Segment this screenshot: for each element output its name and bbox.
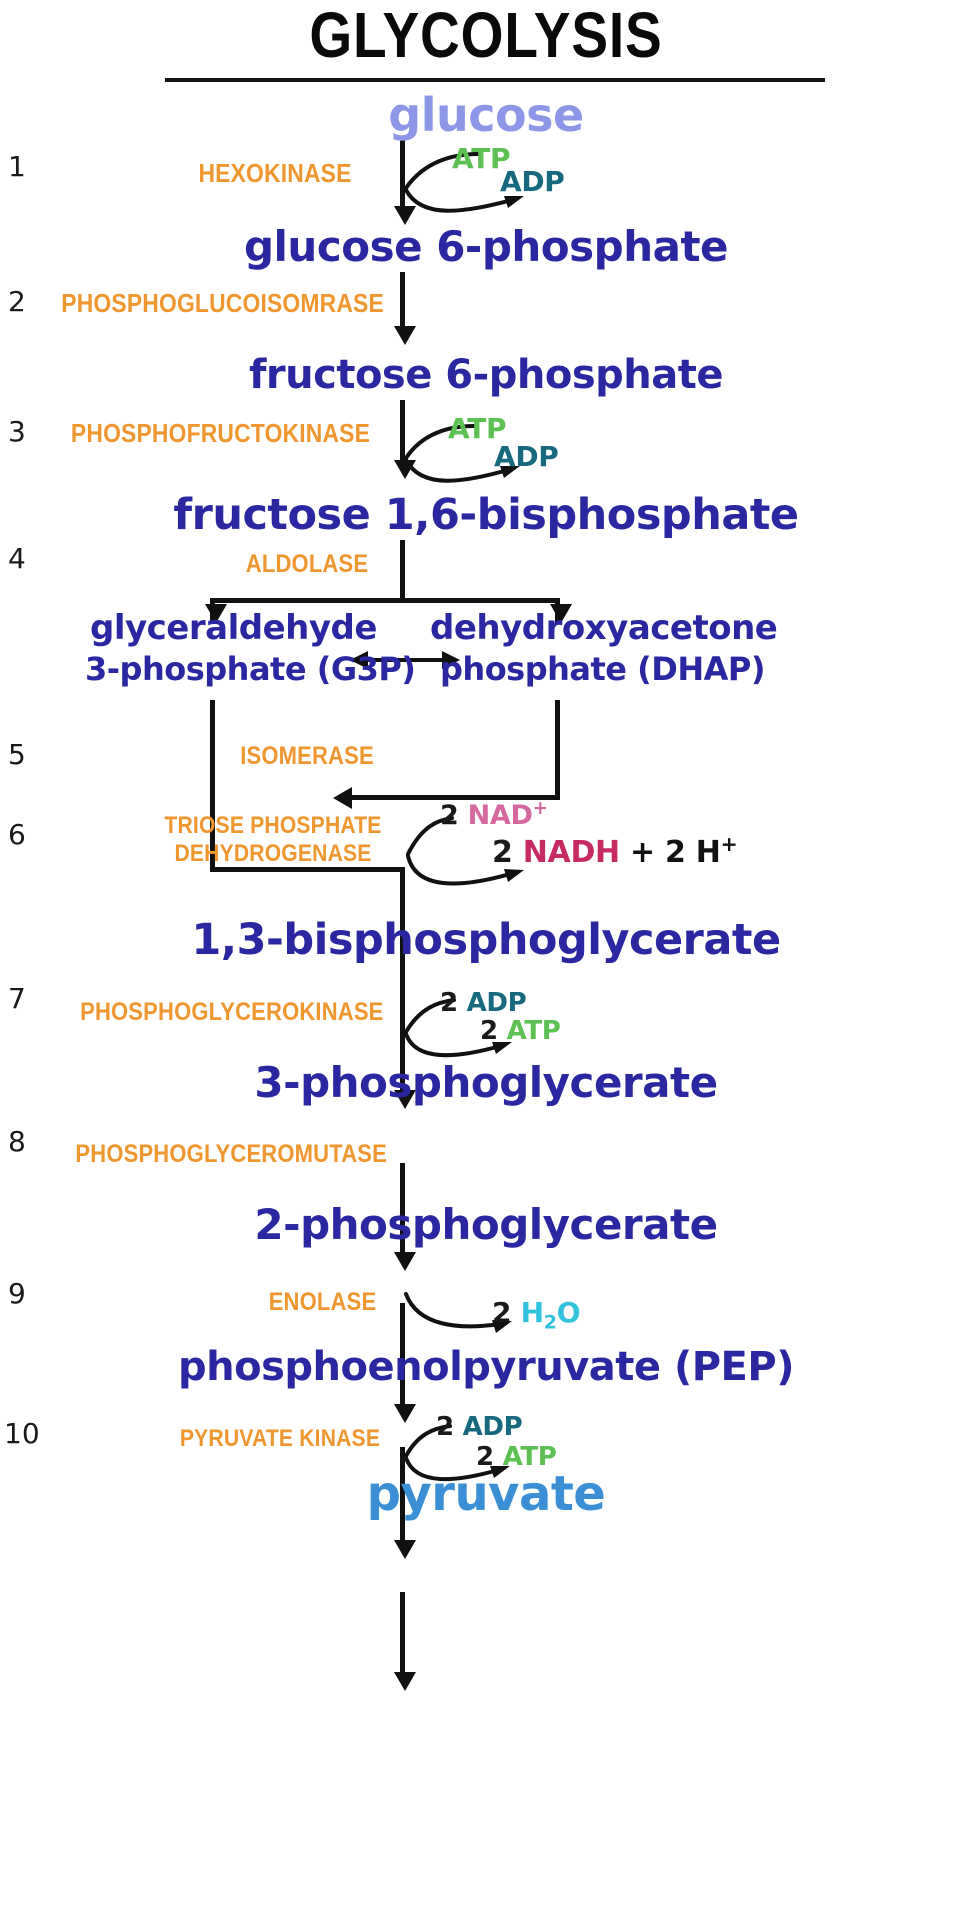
cofactor-adp-label-step7: ADP xyxy=(466,988,527,1018)
arrow-head-step6 xyxy=(394,1090,416,1109)
metabolite-dhap-line2: phosphate (DHAP) xyxy=(440,650,765,688)
g3p-to-main-connector xyxy=(210,867,405,872)
cofactor-adp-label-step10: ADP xyxy=(462,1412,523,1442)
aldolase-split-bar xyxy=(210,598,560,603)
metabolite-pyruvate: pyruvate xyxy=(366,1466,606,1522)
cofactor-water-count: 2 xyxy=(492,1296,512,1329)
arrow-shaft-step8 xyxy=(400,1303,405,1413)
cofactor-atp-count-step7: 2 xyxy=(480,1016,498,1046)
aldolase-split-stem xyxy=(400,540,405,602)
enzyme-hexokinase: HEXOKINASE xyxy=(198,158,352,188)
cofactor-curve-step3 xyxy=(404,424,520,483)
cofactor-nad-label: NAD xyxy=(467,800,533,831)
arrow-head-step7 xyxy=(394,1252,416,1271)
enzyme-enolase: ENOLASE xyxy=(268,1288,377,1316)
cofactor-water-h: H xyxy=(520,1296,544,1329)
step-number-8: 8 xyxy=(8,1125,26,1158)
cofactor-plus-sign: + xyxy=(630,835,655,870)
step-number-7: 7 xyxy=(8,982,26,1015)
step-number-6: 6 xyxy=(8,818,26,851)
cofactor-nad-count: 2 xyxy=(440,800,459,831)
step-number-4: 4 xyxy=(8,542,26,575)
step-number-5: 5 xyxy=(8,738,26,771)
cofactor-nadh-label: NADH xyxy=(522,835,620,870)
cofactor-atp-label-step10: ATP xyxy=(502,1442,557,1472)
cofactor-nad-charge: + xyxy=(532,798,548,819)
arrow-head-step10 xyxy=(394,1672,416,1691)
metabolite-3-phosphoglycerate: 3-phosphoglycerate xyxy=(254,1058,718,1107)
isomerase-loop-bottom xyxy=(350,795,560,800)
arrow-shaft-step3 xyxy=(400,400,405,466)
step-number-10: 10 xyxy=(4,1417,40,1450)
arrow-head-dhap xyxy=(550,604,572,623)
cofactor-atp-label-step7: ATP xyxy=(506,1016,561,1046)
cofactor-curve-step9 xyxy=(404,1292,512,1333)
enzyme-triose-phosphate-dehydrogenase-line2: DEHYDROGENASE xyxy=(174,840,372,867)
cofactor-curve-step7 xyxy=(404,998,512,1058)
enzyme-phosphoglyceromutase: PHOSPHOGLYCEROMUTASE xyxy=(75,1140,387,1168)
arrow-shaft-step9 xyxy=(400,1447,405,1549)
metabolite-phosphoenolpyruvate: phosphoenolpyruvate (PEP) xyxy=(178,1344,794,1390)
isomerase-loop-right xyxy=(555,700,560,800)
metabolite-fructose-6-phosphate: fructose 6-phosphate xyxy=(249,352,723,398)
cofactor-adp-step10: 2 ADP xyxy=(436,1412,523,1442)
enzyme-triose-phosphate-dehydrogenase-line1: TRIOSE PHOSPHATE xyxy=(164,812,382,839)
enzyme-phosphoglucoisomrase: PHOSPHOGLUCOISOMRASE xyxy=(61,288,384,318)
step-number-2: 2 xyxy=(8,285,26,318)
cofactor-nadh-count: 2 xyxy=(492,835,513,870)
cofactor-curve-step10 xyxy=(404,1424,510,1482)
step-number-9: 9 xyxy=(8,1277,26,1310)
arrow-shaft-step6 xyxy=(400,867,405,1097)
arrow-shaft-step2 xyxy=(400,272,405,332)
cofactor-adp-step7: 2 ADP xyxy=(440,988,527,1018)
cofactor-adp-count-step10: 2 xyxy=(436,1412,454,1442)
arrow-head-g3p xyxy=(205,604,227,623)
cofactor-h-label: H xyxy=(695,835,721,870)
step-number-3: 3 xyxy=(8,415,26,448)
g3p-dhap-equilibrium-arrow xyxy=(350,651,460,669)
enzyme-phosphofructokinase: PHOSPHOFRUCTOKINASE xyxy=(70,418,371,448)
enzyme-phosphoglycerokinase: PHOSPHOGLYCEROKINASE xyxy=(80,998,384,1026)
metabolite-fructose-1-6-bisphosphate: fructose 1,6-bisphosphate xyxy=(173,490,799,540)
cofactor-atp-count-step10: 2 xyxy=(476,1442,494,1472)
enzyme-pyruvate-kinase: PYRUVATE KINASE xyxy=(179,1425,381,1452)
metabolite-glucose-6-phosphate: glucose 6-phosphate xyxy=(243,222,729,271)
metabolite-dhap-line1: dehydroxyacetone xyxy=(430,608,778,648)
cofactor-nad-plus-step6: 2 NAD+ xyxy=(440,798,548,831)
enzyme-aldolase: ALDOLASE xyxy=(245,550,369,578)
cofactor-h-count: 2 xyxy=(665,835,686,870)
metabolite-g3p-line1: glyceraldehyde xyxy=(90,608,377,648)
cofactor-water-o: O xyxy=(556,1296,581,1329)
arrow-shaft-step7 xyxy=(400,1163,405,1261)
enzyme-isomerase: ISOMERASE xyxy=(240,742,374,770)
arrow-head-step2 xyxy=(394,326,416,345)
cofactor-nadh-step6: 2 NADH + 2 H+ xyxy=(492,832,738,870)
page-title: GLYCOLYSIS xyxy=(309,0,663,71)
cofactor-atp-step3: ATP xyxy=(448,412,507,445)
cofactor-adp-step3: ADP xyxy=(494,440,559,473)
metabolite-2-phosphoglycerate: 2-phosphoglycerate xyxy=(254,1200,718,1249)
cofactor-adp-step1: ADP xyxy=(500,165,565,198)
cofactor-atp-step1: ATP xyxy=(452,142,511,175)
arrow-head-step8 xyxy=(394,1404,416,1423)
arrow-shaft-step1 xyxy=(400,140,405,212)
cofactor-curve-step6 xyxy=(406,816,524,886)
isomerase-arrow-head xyxy=(333,787,352,809)
cofactor-curve-step1 xyxy=(404,152,524,213)
g3p-down-shaft xyxy=(210,700,215,872)
metabolite-glucose: glucose xyxy=(388,88,584,142)
cofactor-water-subscript: 2 xyxy=(543,1311,557,1334)
cofactor-adp-count-step7: 2 xyxy=(440,988,458,1018)
arrow-head-step1 xyxy=(394,206,416,225)
metabolite-1-3-bisphosphoglycerate: 1,3-bisphosphoglycerate xyxy=(191,915,781,965)
cofactor-atp-step10: 2 ATP xyxy=(476,1442,557,1472)
step-number-1: 1 xyxy=(8,150,26,183)
title-underline xyxy=(165,78,825,82)
cofactor-water-step9: 2 H2O xyxy=(492,1296,581,1334)
cofactor-h-charge: + xyxy=(720,832,738,856)
arrow-head-step9 xyxy=(394,1540,416,1559)
cofactor-atp-step7: 2 ATP xyxy=(480,1016,561,1046)
arrow-shaft-step10 xyxy=(400,1592,405,1680)
metabolite-g3p-line2: 3-phosphate (G3P) xyxy=(85,650,416,688)
